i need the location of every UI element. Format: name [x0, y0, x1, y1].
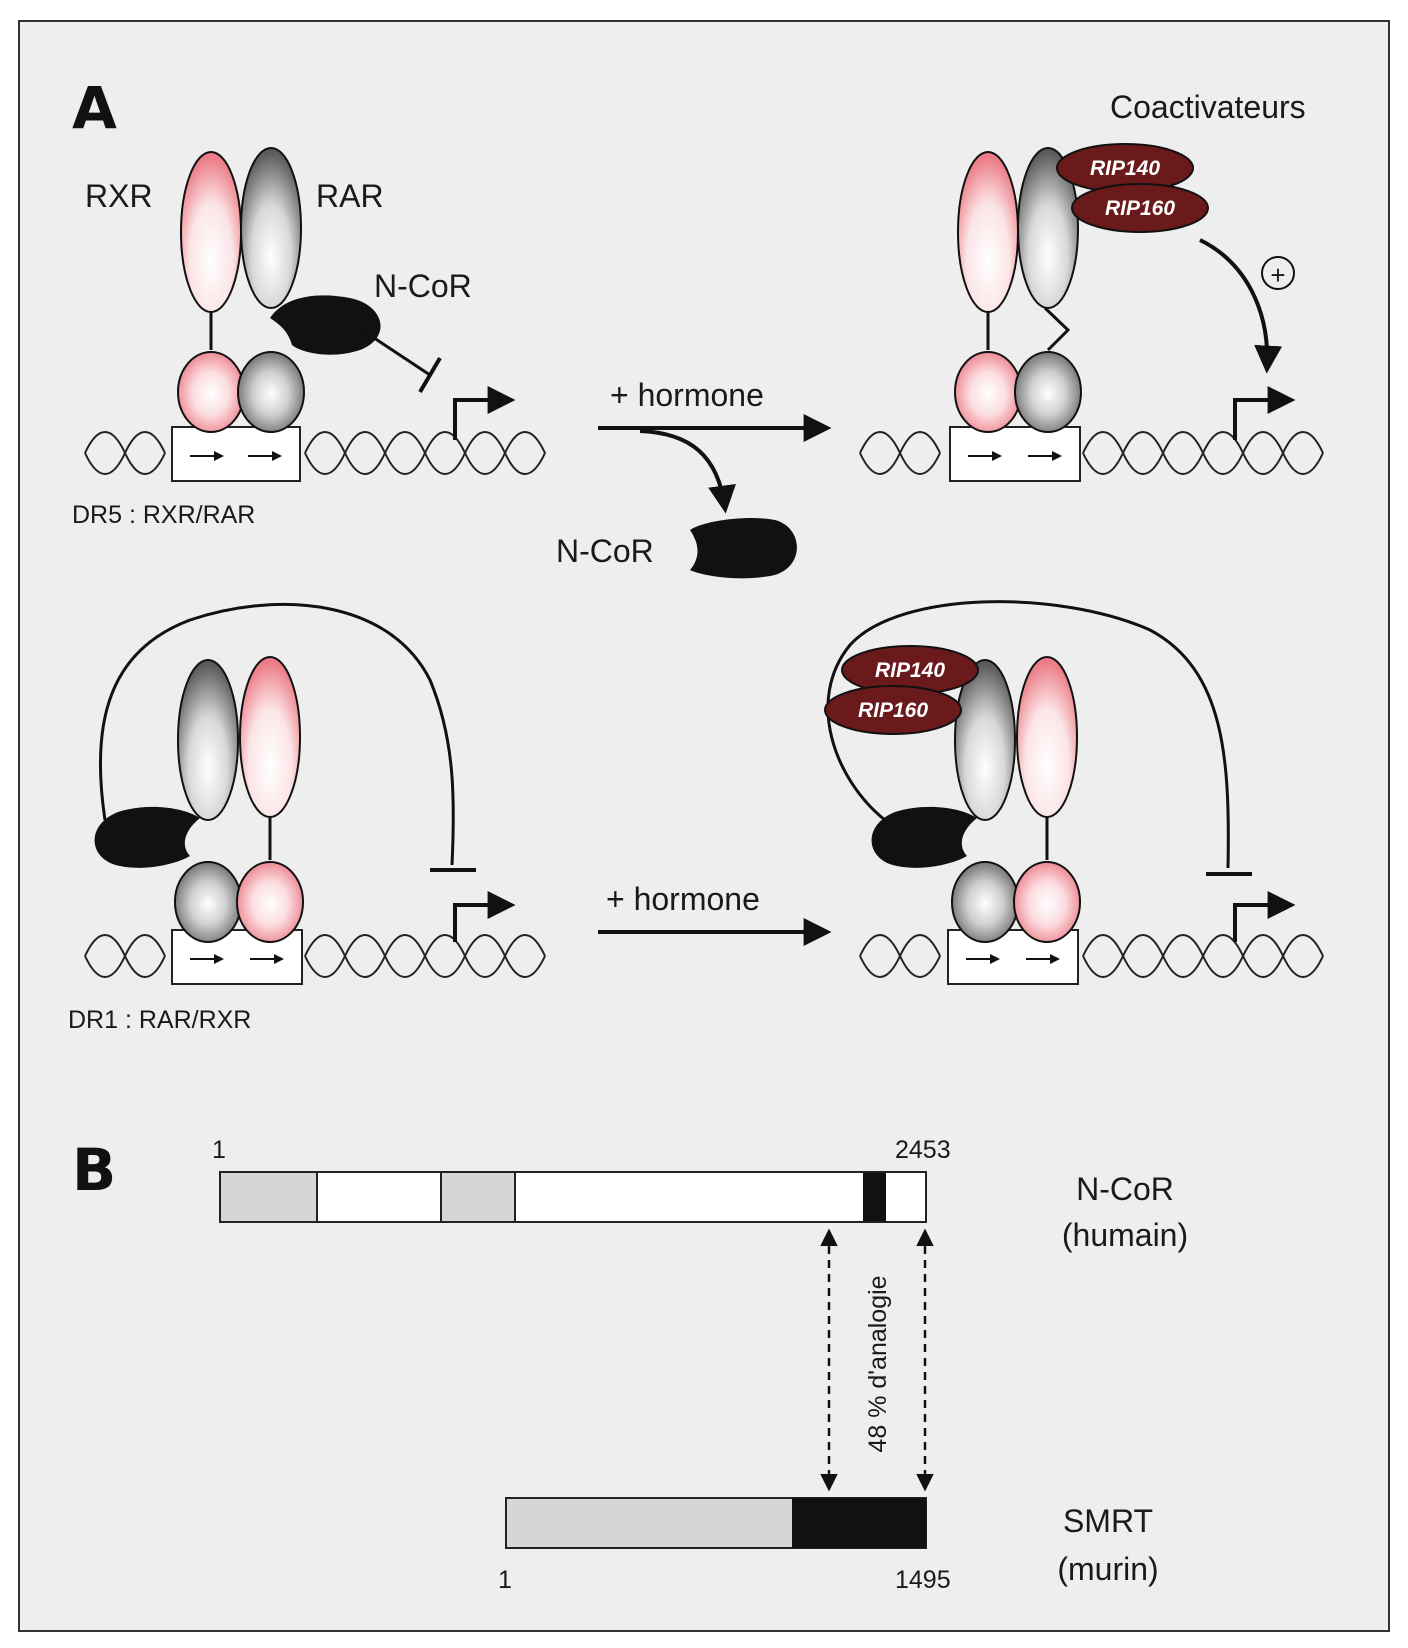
smrt-species-label: (murin) — [1057, 1551, 1158, 1587]
dna-helix — [859, 934, 1324, 978]
rxr-dna-binding-domain — [236, 861, 304, 943]
rar-dna-binding-domain — [1014, 351, 1082, 433]
ncor-release-arrow — [639, 429, 736, 514]
dr5-activated-complex: RIP140 RIP160 Coactivateurs + — [859, 89, 1324, 482]
transcription-start-arrow — [453, 891, 516, 942]
rar-dna-binding-domain — [951, 861, 1019, 943]
dr1-repressed-complex: DR1 : RAR/RXR — [68, 602, 546, 1034]
dr5-label: DR5 : RXR/RAR — [72, 501, 255, 529]
ncor-repression-loop — [826, 600, 1230, 869]
ncor-conserved-domain — [863, 1173, 886, 1221]
panel-a-letter: A — [72, 74, 117, 142]
rar-dna-binding-domain — [237, 351, 305, 433]
transcription-start-arrow — [1233, 891, 1296, 942]
released-ncor — [690, 518, 797, 579]
rar-ligand-domain — [1017, 147, 1079, 309]
smrt-conserved-domain — [792, 1498, 926, 1548]
activation-arrow — [1199, 238, 1283, 374]
coactivators-label: Coactivateurs — [1110, 89, 1306, 125]
rxr-ligand-domain — [1016, 656, 1078, 818]
ncor-end-label: 2453 — [895, 1136, 951, 1164]
rxr-dna-binding-domain — [954, 351, 1022, 433]
ncor-protein-bar — [219, 1171, 927, 1223]
smrt-name-label: SMRT — [1063, 1503, 1153, 1539]
ncor-domain-2 — [441, 1173, 515, 1221]
ncor-start-label: 1 — [212, 1136, 226, 1164]
rxr-dna-binding-domain — [177, 351, 245, 433]
rip140-label: RIP140 — [875, 659, 945, 682]
ncor-corepressor — [270, 295, 381, 355]
rip160-label: RIP160 — [858, 699, 928, 722]
rxr-ligand-domain — [180, 151, 242, 313]
rxr-ligand-domain — [239, 656, 301, 818]
hormone-transition-top: + hormone N-CoR — [556, 377, 832, 579]
rip160-coactivator — [1071, 183, 1209, 233]
rar-label: RAR — [316, 178, 384, 214]
plus-sign: + — [1270, 260, 1285, 290]
ncor-label: N-CoR — [374, 268, 472, 304]
response-element-box — [949, 426, 1081, 482]
ncor-corepressor — [871, 806, 977, 868]
rar-ligand-domain — [177, 659, 239, 821]
rip160-coactivator — [824, 685, 962, 735]
analogy-label: 48 % d'analogie — [864, 1275, 892, 1452]
dr1-label: DR1 : RAR/RXR — [68, 1006, 251, 1034]
dr5-repressed-complex: RXR RAR N-CoR DR5 : RXR/RAR — [72, 147, 546, 529]
ncor-name-label: N-CoR — [1076, 1171, 1174, 1207]
hormone-label-bottom: + hormone — [606, 881, 760, 917]
analogy-indicator: 48 % d'analogie — [820, 1228, 934, 1492]
ncor-protein-map: 1 2453 N-CoR (humain) — [212, 1136, 1188, 1253]
response-element-box — [171, 426, 301, 482]
ncor-repression-loop — [98, 602, 455, 866]
transcription-start-arrow — [453, 386, 516, 440]
ncor-domain-1 — [221, 1173, 317, 1221]
panel-b-letter: B — [72, 1136, 116, 1204]
smrt-end-label: 1495 — [895, 1566, 951, 1594]
smrt-start-label: 1 — [498, 1566, 512, 1594]
released-ncor-label: N-CoR — [556, 533, 654, 569]
rar-ligand-domain — [240, 147, 302, 309]
dna-helix — [84, 934, 546, 978]
plus-circle-icon — [1261, 256, 1295, 290]
rxr-dna-binding-domain — [1013, 861, 1081, 943]
dr1-hormone-complex: RIP140 RIP160 — [824, 600, 1324, 985]
hormone-label-top: + hormone — [610, 377, 764, 413]
rar-dna-binding-domain — [174, 861, 242, 943]
rip140-label: RIP140 — [1090, 157, 1160, 180]
hormone-transition-bottom: + hormone — [598, 881, 832, 946]
rxr-label: RXR — [85, 178, 153, 214]
rip160-label: RIP160 — [1105, 197, 1175, 220]
ncor-corepressor — [94, 806, 200, 868]
smrt-protein-map: 1 1495 SMRT (murin) — [498, 1497, 1159, 1594]
rar-ligand-domain — [954, 659, 1016, 821]
dna-helix — [859, 431, 1324, 475]
figure-frame — [18, 20, 1390, 1632]
ncor-species-label: (humain) — [1062, 1217, 1188, 1253]
transcription-start-arrow — [1233, 386, 1296, 440]
dna-helix — [84, 431, 546, 475]
rxr-ligand-domain — [957, 151, 1019, 313]
